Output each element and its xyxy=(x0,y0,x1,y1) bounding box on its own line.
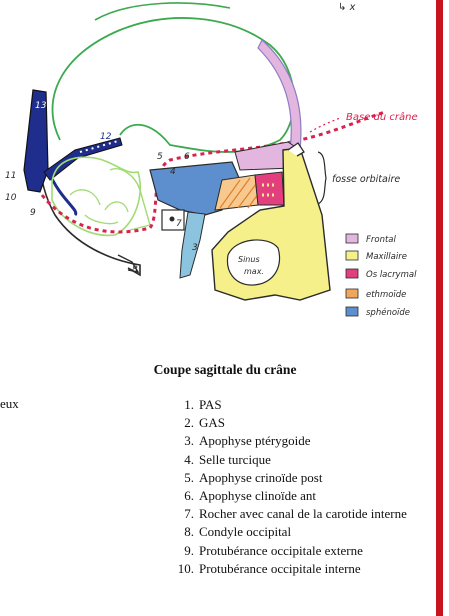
legend-item: 8.Condyle occipital xyxy=(184,524,292,540)
legend-label-maxillaire: Maxillaire xyxy=(366,252,407,262)
bone-legend: Frontal Maxillaire Os lacrymal ethmoïde … xyxy=(345,233,417,318)
occipital-inner-line xyxy=(46,169,78,217)
legend-swatch-frontal xyxy=(345,233,359,244)
fosse-label: fosse orbitaire xyxy=(332,174,400,185)
left-text-fragment: eux xyxy=(0,396,19,411)
brainstem xyxy=(109,168,151,231)
legend-item: 3.Apophyse ptérygoide xyxy=(184,433,311,449)
legend-swatch-lacrymal xyxy=(345,268,359,279)
legend-label-lacrymal: Os lacrymal xyxy=(366,270,417,280)
legend-swatch-ethmoide xyxy=(345,288,359,299)
label-11: 11 xyxy=(5,171,16,181)
maxillary-sinus xyxy=(226,239,281,286)
crista-hook xyxy=(287,142,305,157)
skull-sagittal-drawing: 13 12 11 10 9 8 7 6 5 4 3 ↳ x Base du cr… xyxy=(5,2,418,318)
label-10: 10 xyxy=(5,193,17,203)
ethmoid xyxy=(214,174,259,211)
legend-item: 4.Selle turcique xyxy=(184,451,271,467)
tentorium-band xyxy=(43,137,123,181)
legend-label-sphenoide: sphénoïde xyxy=(366,307,410,318)
base-leader xyxy=(309,117,341,133)
cerebellum xyxy=(51,156,142,237)
occipital-bone xyxy=(23,89,49,193)
label-13: 13 xyxy=(35,101,47,111)
legend-label-ethmoide: ethmoïde xyxy=(366,290,406,300)
legend-swatch-maxillaire xyxy=(345,250,359,261)
label-3: 3 xyxy=(192,243,198,253)
top-label: ↳ x xyxy=(338,2,356,13)
sinus-label-2: max. xyxy=(244,267,264,276)
label-4: 4 xyxy=(170,167,176,177)
label-5: 5 xyxy=(157,152,163,162)
ethmoid-hatch xyxy=(219,177,259,209)
tentorium-dots xyxy=(79,140,119,153)
numbered-legend: 1.PAS 2.GAS 3.Apophyse ptérygoide 4.Sell… xyxy=(170,396,410,578)
lacrimal xyxy=(254,171,285,206)
legend-item: 9.Protubérance occipitale externe xyxy=(184,542,363,558)
frontal-arc xyxy=(257,39,302,151)
legend-item: 1.PAS xyxy=(184,397,222,412)
label-6: 6 xyxy=(184,152,190,162)
legend-item: 7.Rocher avec canal de la carotide inter… xyxy=(184,506,407,522)
legend-swatch-sphenoide xyxy=(345,306,359,317)
fosse-brace xyxy=(317,151,327,205)
legend-item: 6.Apophyse clinoïde ant xyxy=(184,488,316,504)
legend-item: 2.GAS xyxy=(184,415,226,431)
legend-label-frontal: Frontal xyxy=(366,235,397,245)
top-arc xyxy=(94,2,231,21)
cerebellum-folds xyxy=(69,189,129,225)
label-7: 7 xyxy=(176,219,182,229)
pterygoid-process xyxy=(179,211,206,279)
base-label: Base du crâne xyxy=(346,111,418,123)
label-12: 12 xyxy=(100,132,112,142)
skull-base-dotted xyxy=(40,110,386,234)
carotid-canal xyxy=(169,216,175,222)
cerebrum-outline xyxy=(51,17,295,153)
figure-caption: Coupe sagittale du crâne xyxy=(153,362,297,377)
label-8: 8 xyxy=(132,265,138,275)
legend-item: 10.Protubérance occipitale interne xyxy=(177,560,361,576)
lacrimal-dots xyxy=(262,183,276,197)
label-9: 9 xyxy=(30,208,36,218)
sinus-label-1: Sinus xyxy=(238,255,260,264)
legend-item: 5.Apophyse crinoïde post xyxy=(184,469,323,485)
page-margin-bar xyxy=(436,0,443,616)
occipital-condyle xyxy=(117,254,140,273)
